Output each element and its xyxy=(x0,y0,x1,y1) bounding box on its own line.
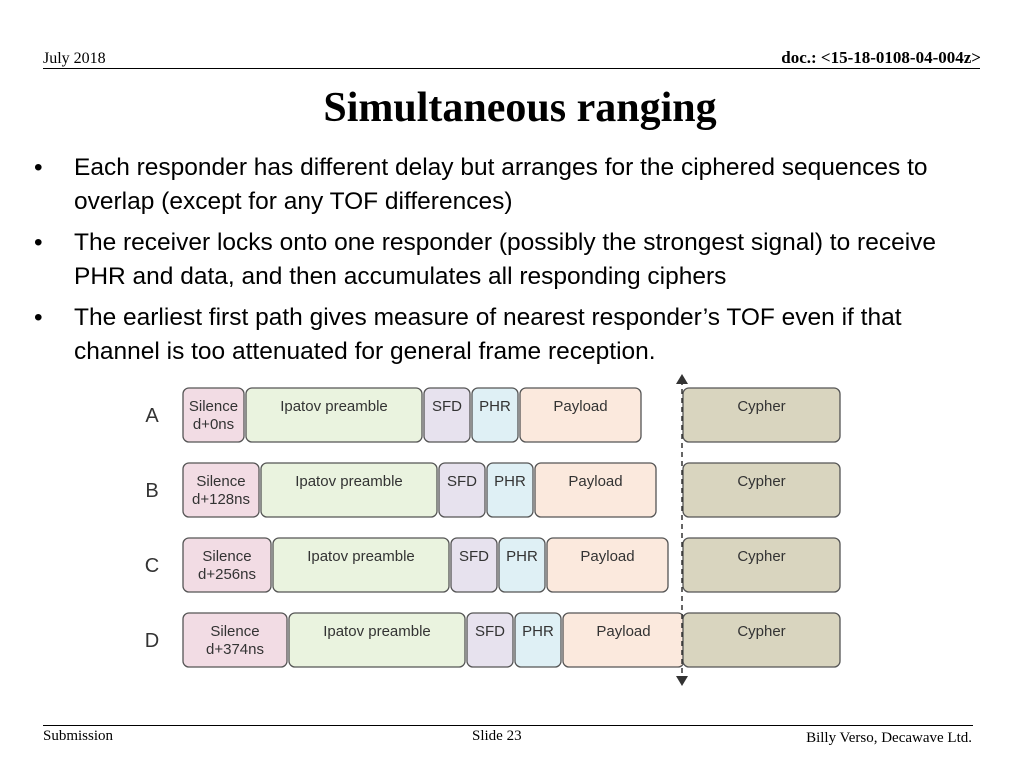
preamble-segment xyxy=(288,612,466,668)
footer-author: Billy Verso, Decawave Ltd. xyxy=(806,730,972,746)
phr-label: PHR xyxy=(506,548,538,565)
phr-segment xyxy=(498,537,546,593)
silence-label: Silence xyxy=(196,473,245,490)
cypher-label: Cypher xyxy=(737,398,785,415)
phr-label: PHR xyxy=(494,473,526,490)
phr-segment xyxy=(486,462,534,518)
preamble-label: Ipatov preamble xyxy=(307,548,415,565)
silence-segment xyxy=(182,462,260,518)
footer-divider xyxy=(43,725,973,726)
cypher-segment xyxy=(682,387,841,443)
payload-label: Payload xyxy=(553,398,607,415)
phr-label: PHR xyxy=(522,623,554,640)
row-label-c: C xyxy=(145,555,159,577)
preamble-label: Ipatov preamble xyxy=(295,473,403,490)
bullet-list: • Each responder has different delay but … xyxy=(34,151,994,376)
slide-title: Simultaneous ranging xyxy=(323,85,717,131)
payload-label: Payload xyxy=(568,473,622,490)
sfd-segment xyxy=(423,387,471,443)
payload-label: Payload xyxy=(580,548,634,565)
preamble-label: Ipatov preamble xyxy=(323,623,431,640)
preamble-segment xyxy=(245,387,423,443)
phr-label: PHR xyxy=(479,398,511,415)
preamble-segment xyxy=(260,462,438,518)
sfd-label: SFD xyxy=(475,623,505,640)
silence-label: Silence xyxy=(202,548,251,565)
cypher-segment xyxy=(682,462,841,518)
bullet-marker: • xyxy=(34,304,43,331)
silence-delay-label: d+256ns xyxy=(198,566,256,583)
header-doc-id: doc.: <15-18-0108-04-004z> xyxy=(781,48,981,67)
silence-label: Silence xyxy=(189,398,238,415)
phr-segment xyxy=(471,387,519,443)
payload-label: Payload xyxy=(596,623,650,640)
header-date: July 2018 xyxy=(43,50,106,67)
sfd-label: SFD xyxy=(459,548,489,565)
bullet-marker: • xyxy=(34,154,43,181)
sfd-segment xyxy=(466,612,514,668)
payload-segment xyxy=(519,387,642,443)
header-divider xyxy=(43,68,980,69)
bullet-item: • The earliest first path gives measure o… xyxy=(34,301,994,369)
cypher-label: Cypher xyxy=(737,473,785,490)
bullet-text: The receiver locks onto one responder (p… xyxy=(74,229,937,290)
cypher-label: Cypher xyxy=(737,623,785,640)
cypher-label: Cypher xyxy=(737,548,785,565)
bullet-text: Each responder has different delay but a… xyxy=(74,154,928,215)
sfd-segment xyxy=(438,462,486,518)
row-label-b: B xyxy=(145,480,158,502)
silence-delay-label: d+374ns xyxy=(206,641,264,658)
bullet-text: The earliest first path gives measure of… xyxy=(74,304,902,365)
alignment-arrow-up xyxy=(676,374,688,384)
silence-segment xyxy=(182,387,245,443)
payload-segment xyxy=(546,537,669,593)
phr-segment xyxy=(514,612,562,668)
payload-segment xyxy=(534,462,657,518)
preamble-segment xyxy=(272,537,450,593)
payload-segment xyxy=(562,612,685,668)
bullet-item: • Each responder has different delay but … xyxy=(34,151,994,219)
cypher-segment xyxy=(682,612,841,668)
footer-slide-number: Slide 23 xyxy=(472,728,522,744)
silence-segment xyxy=(182,612,288,668)
sfd-segment xyxy=(450,537,498,593)
alignment-arrow-down xyxy=(676,676,688,686)
sfd-label: SFD xyxy=(447,473,477,490)
preamble-label: Ipatov preamble xyxy=(280,398,388,415)
silence-label: Silence xyxy=(210,623,259,640)
sfd-label: SFD xyxy=(432,398,462,415)
bullet-marker: • xyxy=(34,229,43,256)
silence-delay-label: d+0ns xyxy=(193,416,234,433)
silence-delay-label: d+128ns xyxy=(192,491,250,508)
footer-submission: Submission xyxy=(43,728,114,744)
row-label-a: A xyxy=(145,405,159,427)
bullet-item: • The receiver locks onto one responder (… xyxy=(34,226,994,294)
cypher-segment xyxy=(682,537,841,593)
silence-segment xyxy=(182,537,272,593)
row-label-d: D xyxy=(145,630,159,652)
